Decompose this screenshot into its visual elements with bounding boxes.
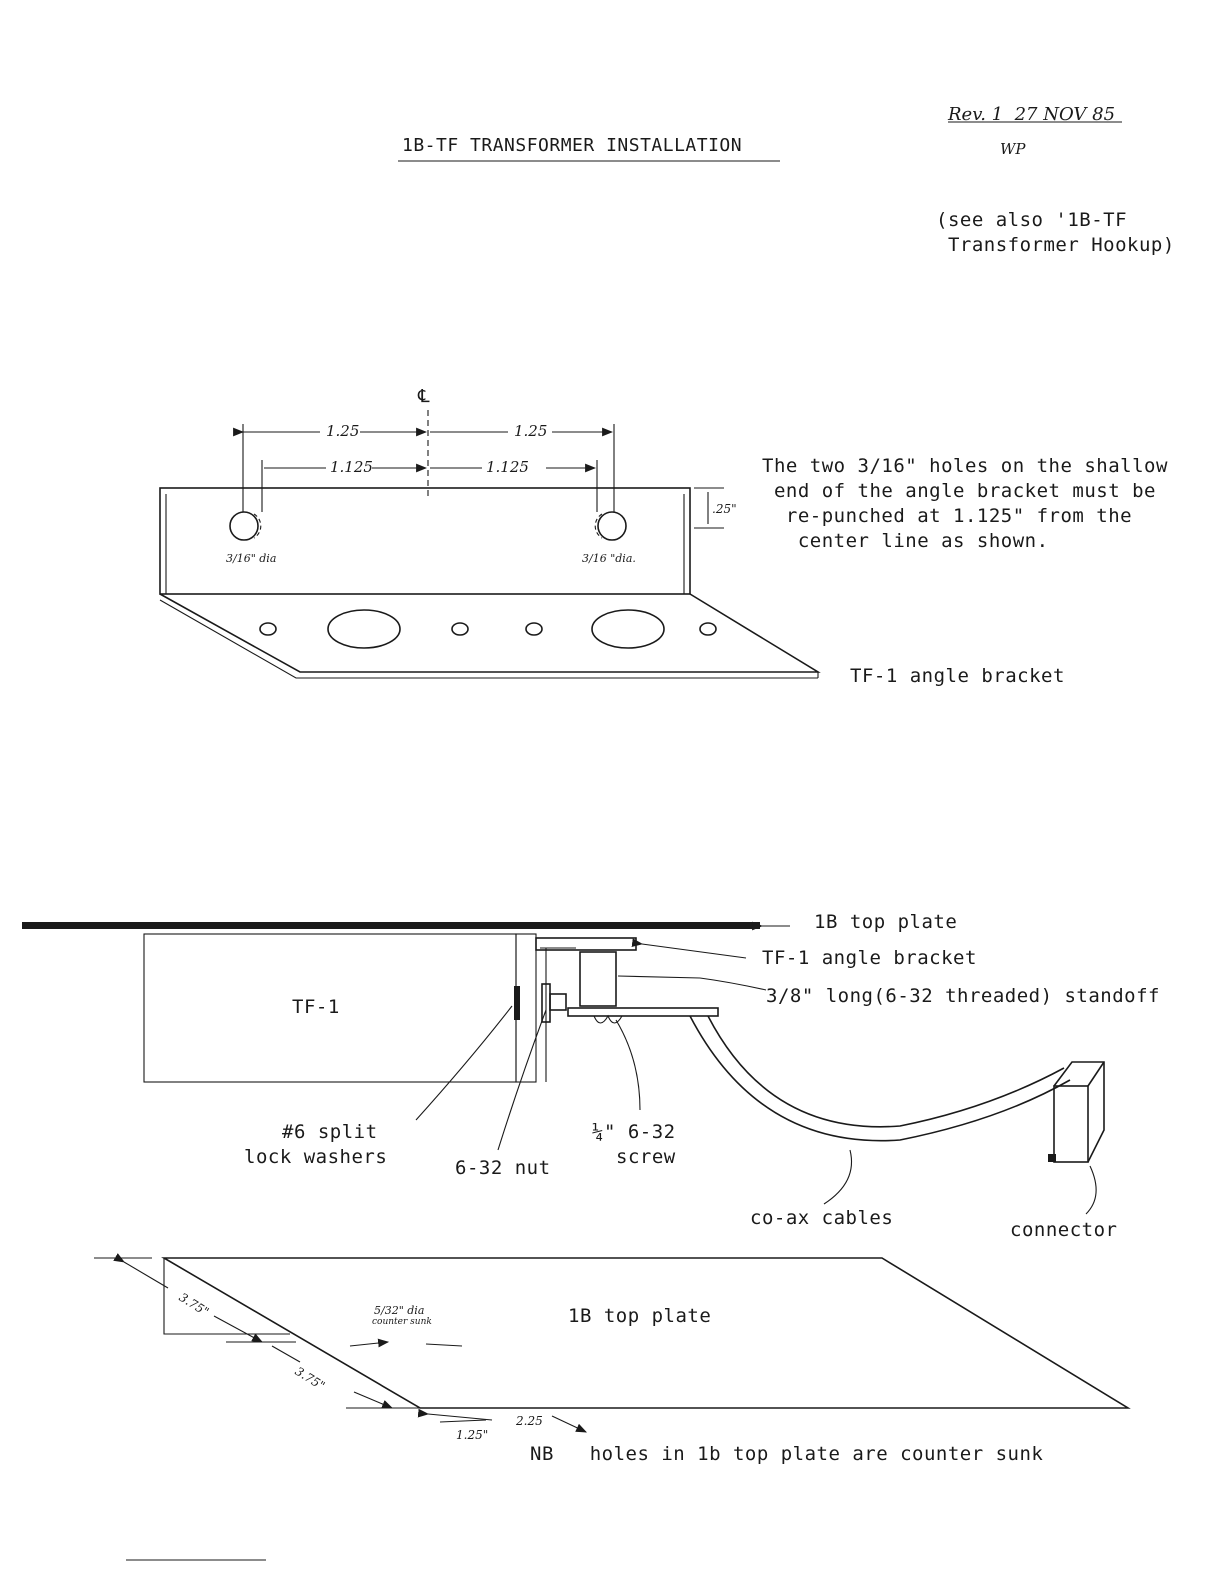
coax-label: co-ax cables: [750, 1207, 894, 1229]
hole-left-label: 3/16" dia: [226, 552, 277, 565]
dim-depth: .25": [712, 502, 737, 516]
centerline-symbol: ℄: [418, 386, 431, 407]
hole-note-line-1: 5/32" dia: [374, 1304, 425, 1317]
hole-note-line-2: counter sunk: [372, 1317, 432, 1327]
standoff-label: 3/8" long(6-32 threaded) standoff: [766, 985, 1160, 1007]
dim-inner-right: 1.125: [486, 458, 529, 476]
dim-outer-left: 1.25: [326, 422, 360, 440]
screw-label-line-2: screw: [616, 1146, 676, 1168]
revision-note: Rev. 1 27 NOV 85: [948, 104, 1116, 125]
washers-label-line-1: #6 split: [282, 1121, 378, 1143]
see-also-line-1: (see also '1B-TF: [936, 209, 1128, 231]
author-initials: WP: [1000, 140, 1026, 158]
connector-label: connector: [1010, 1219, 1118, 1241]
plate-label: 1B top plate: [568, 1305, 712, 1327]
tf1-label: TF-1: [292, 996, 340, 1018]
nut-label: 6-32 nut: [455, 1157, 551, 1179]
plate-note: NB holes in 1b top plate are counter sun…: [530, 1443, 1044, 1465]
bracket-note-line-1: The two 3/16" holes on the shallow: [762, 455, 1168, 477]
top-plate-label: 1B top plate: [814, 911, 958, 933]
assembly-drawing: [22, 921, 1105, 1215]
bracket-note-line-4: center line as shown.: [762, 530, 1049, 552]
bracket-note-line-3: re-punched at 1.125" from the: [762, 505, 1133, 527]
hole-right-label: 3/16 "dia.: [582, 552, 636, 565]
bracket-note-line-2: end of the angle bracket must be: [762, 480, 1156, 502]
bracket-caption: TF-1 angle bracket: [850, 665, 1065, 687]
dim-bottom-2: 1.25": [456, 1428, 489, 1442]
washers-label-line-2: lock washers: [244, 1146, 388, 1168]
page-title: 1B-TF TRANSFORMER INSTALLATION: [402, 135, 743, 156]
dim-inner-left: 1.125: [330, 458, 373, 476]
dim-bottom-1: 2.25: [516, 1414, 543, 1428]
angle-bracket-label: TF-1 angle bracket: [762, 947, 977, 969]
top-plate-drawing: [94, 1253, 1131, 1433]
dim-outer-right: 1.25: [514, 422, 548, 440]
angle-bracket-drawing: [159, 410, 821, 679]
screw-label-line-1: ¼" 6-32: [592, 1121, 676, 1143]
see-also-line-2: Transformer Hookup): [936, 234, 1175, 256]
